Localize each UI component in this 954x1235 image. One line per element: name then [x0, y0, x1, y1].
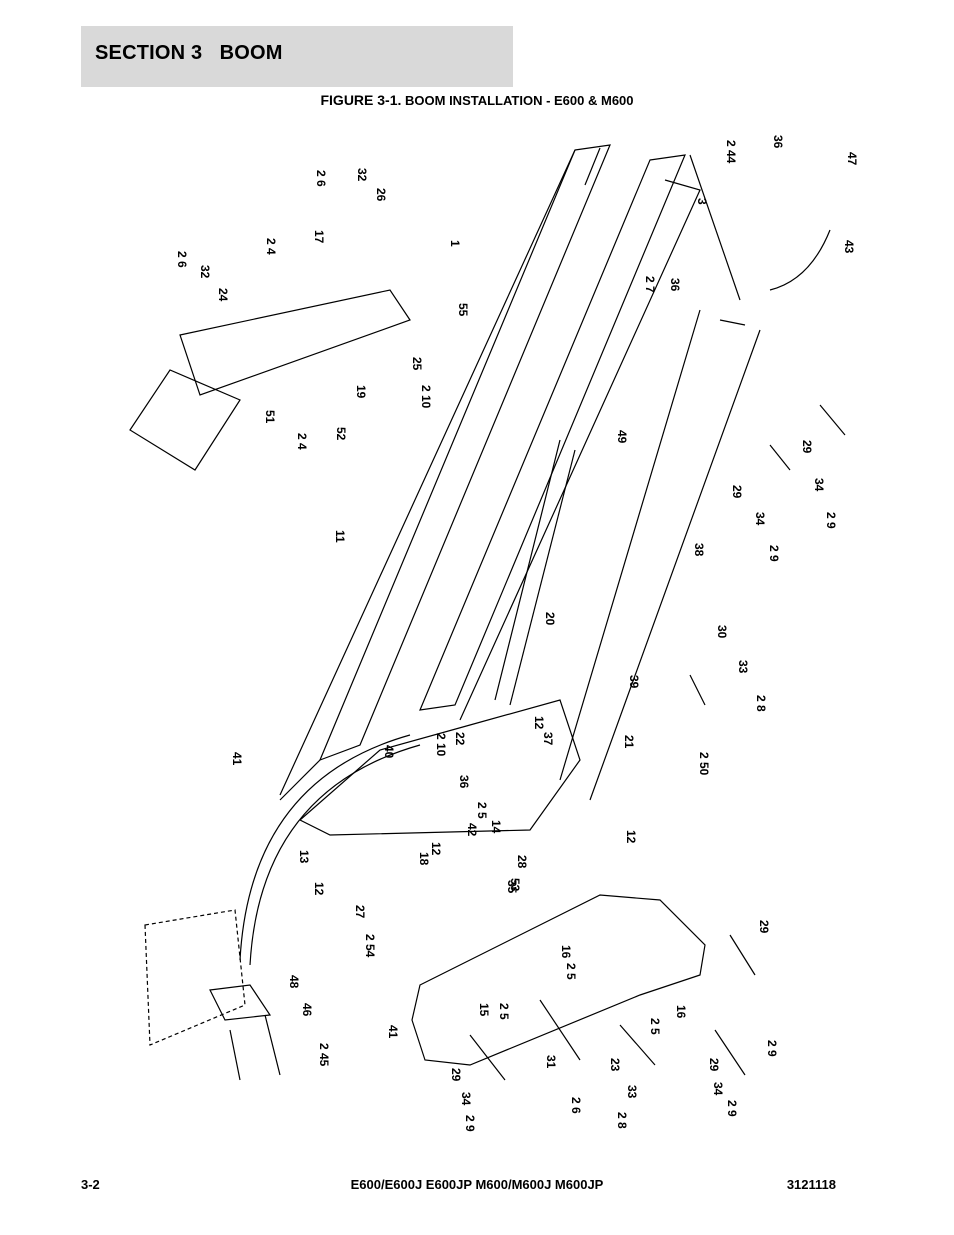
callout-label: 24 — [216, 288, 230, 302]
callout-label: 36 — [457, 775, 471, 789]
callout-label: 41 — [386, 1025, 400, 1039]
callout-label: 15 — [477, 1003, 491, 1017]
section-banner: SECTION 3 BOOM — [81, 26, 513, 87]
callout-labels: 1 3 11 12 12 12 12 13 14 15 16 16 17 18 … — [175, 135, 859, 1132]
callout-label: 2 6 — [314, 170, 328, 187]
callout-label: 36 — [771, 135, 785, 149]
callout-label: 46 — [300, 1003, 314, 1017]
callout-label: 12 — [532, 716, 546, 730]
callout-label: 36 — [668, 278, 682, 292]
callout-label: 29 — [707, 1058, 721, 1072]
callout-label: 29 — [730, 485, 744, 499]
callout-label: 40 — [382, 745, 396, 759]
callout-label: 2 5 — [475, 802, 489, 819]
callout-label: 2 45 — [317, 1043, 331, 1067]
callout-label: 31 — [544, 1055, 558, 1069]
callout-label: 51 — [263, 410, 277, 424]
callout-label: 14 — [489, 820, 503, 834]
callout-label: 32 — [355, 168, 369, 182]
callout-label: 13 — [297, 850, 311, 864]
callout-label: 32 — [198, 265, 212, 279]
callout-label: 29 — [757, 920, 771, 934]
callout-label: 16 — [559, 945, 573, 959]
callout-label: 55 — [456, 303, 470, 317]
section-title: SECTION 3 BOOM — [95, 42, 283, 64]
callout-label: 29 — [449, 1068, 463, 1082]
callout-label: 22 — [453, 732, 467, 746]
footer-doc-number: 3121118 — [786, 1177, 836, 1192]
callout-label: 11 — [333, 530, 347, 543]
callout-label: 33 — [625, 1085, 639, 1099]
callout-label: 30 — [715, 625, 729, 639]
callout-label: 2 6 — [569, 1097, 583, 1114]
callout-label: 34 — [812, 478, 826, 492]
callout-label: 19 — [354, 385, 368, 399]
boom-line-art — [129, 144, 846, 1081]
callout-label: 21 — [622, 735, 636, 749]
callout-label: 37 — [541, 732, 555, 746]
callout-label: 16 — [674, 1005, 688, 1019]
callout-label: 2 8 — [615, 1112, 629, 1129]
callout-label: 49 — [615, 430, 629, 444]
callout-label: 20 — [543, 612, 557, 626]
callout-label: 41 — [230, 752, 244, 766]
footer-page-number: 3-2 — [81, 1177, 100, 1192]
callout-label: 53 — [508, 878, 522, 892]
callout-label: 42 — [465, 823, 479, 837]
callout-label: 2 10 — [419, 385, 433, 409]
callout-label: 35 — [505, 880, 519, 894]
callout-label: 2 9 — [725, 1100, 739, 1117]
callout-label: 29 — [800, 440, 814, 454]
callout-label: 1 — [448, 240, 462, 247]
callout-label: 33 — [736, 660, 750, 674]
callout-label: 2 7 — [643, 276, 657, 293]
callout-label: 18 — [417, 852, 431, 866]
callout-label: 26 — [374, 188, 388, 202]
callout-label: 34 — [459, 1092, 473, 1106]
callout-label: 12 — [429, 842, 443, 856]
callout-label: 34 — [753, 512, 767, 526]
figure-title: FIGURE 3-1. BOOM INSTALLATION - E600 & M… — [0, 92, 954, 108]
callout-label: 12 — [624, 830, 638, 844]
callout-label: 2 54 — [363, 934, 377, 958]
figure-caption: BOOM INSTALLATION - E600 & M600 — [405, 93, 634, 108]
callout-label: 3 — [695, 198, 709, 205]
callout-label: 48 — [287, 975, 301, 989]
callout-label: 2 5 — [564, 963, 578, 980]
callout-label: 25 — [410, 357, 424, 371]
callout-label: 2 4 — [264, 238, 278, 255]
footer-models: E600/E600J E600JP M600/M600J M600JP — [350, 1177, 604, 1192]
callout-label: 17 — [312, 230, 326, 244]
callout-label: 27 — [353, 905, 367, 919]
callout-label: 2 5 — [648, 1018, 662, 1035]
callout-label: 2 44 — [724, 140, 738, 164]
callout-label: 28 — [515, 855, 529, 869]
callout-label: 2 5 — [497, 1003, 511, 1020]
callout-label: 2 9 — [463, 1115, 477, 1132]
callout-label: 23 — [608, 1058, 622, 1072]
callout-label: 2 10 — [434, 733, 448, 757]
callout-label: 2 8 — [754, 695, 768, 712]
callout-label: 38 — [692, 543, 706, 557]
callout-label: 43 — [842, 240, 856, 254]
callout-label: 12 — [312, 882, 326, 896]
figure-number: FIGURE 3-1. — [320, 92, 402, 108]
callout-label: 2 9 — [767, 545, 781, 562]
callout-label: 2 9 — [765, 1040, 779, 1057]
callout-label: 2 4 — [295, 433, 309, 450]
callout-label: 2 50 — [697, 752, 711, 776]
callout-label: 2 6 — [175, 251, 189, 268]
callout-label: 34 — [711, 1082, 725, 1096]
callout-label: 47 — [845, 152, 859, 166]
callout-label: 39 — [627, 675, 641, 689]
callout-label: 52 — [334, 427, 348, 441]
callout-label: 2 9 — [824, 512, 838, 529]
